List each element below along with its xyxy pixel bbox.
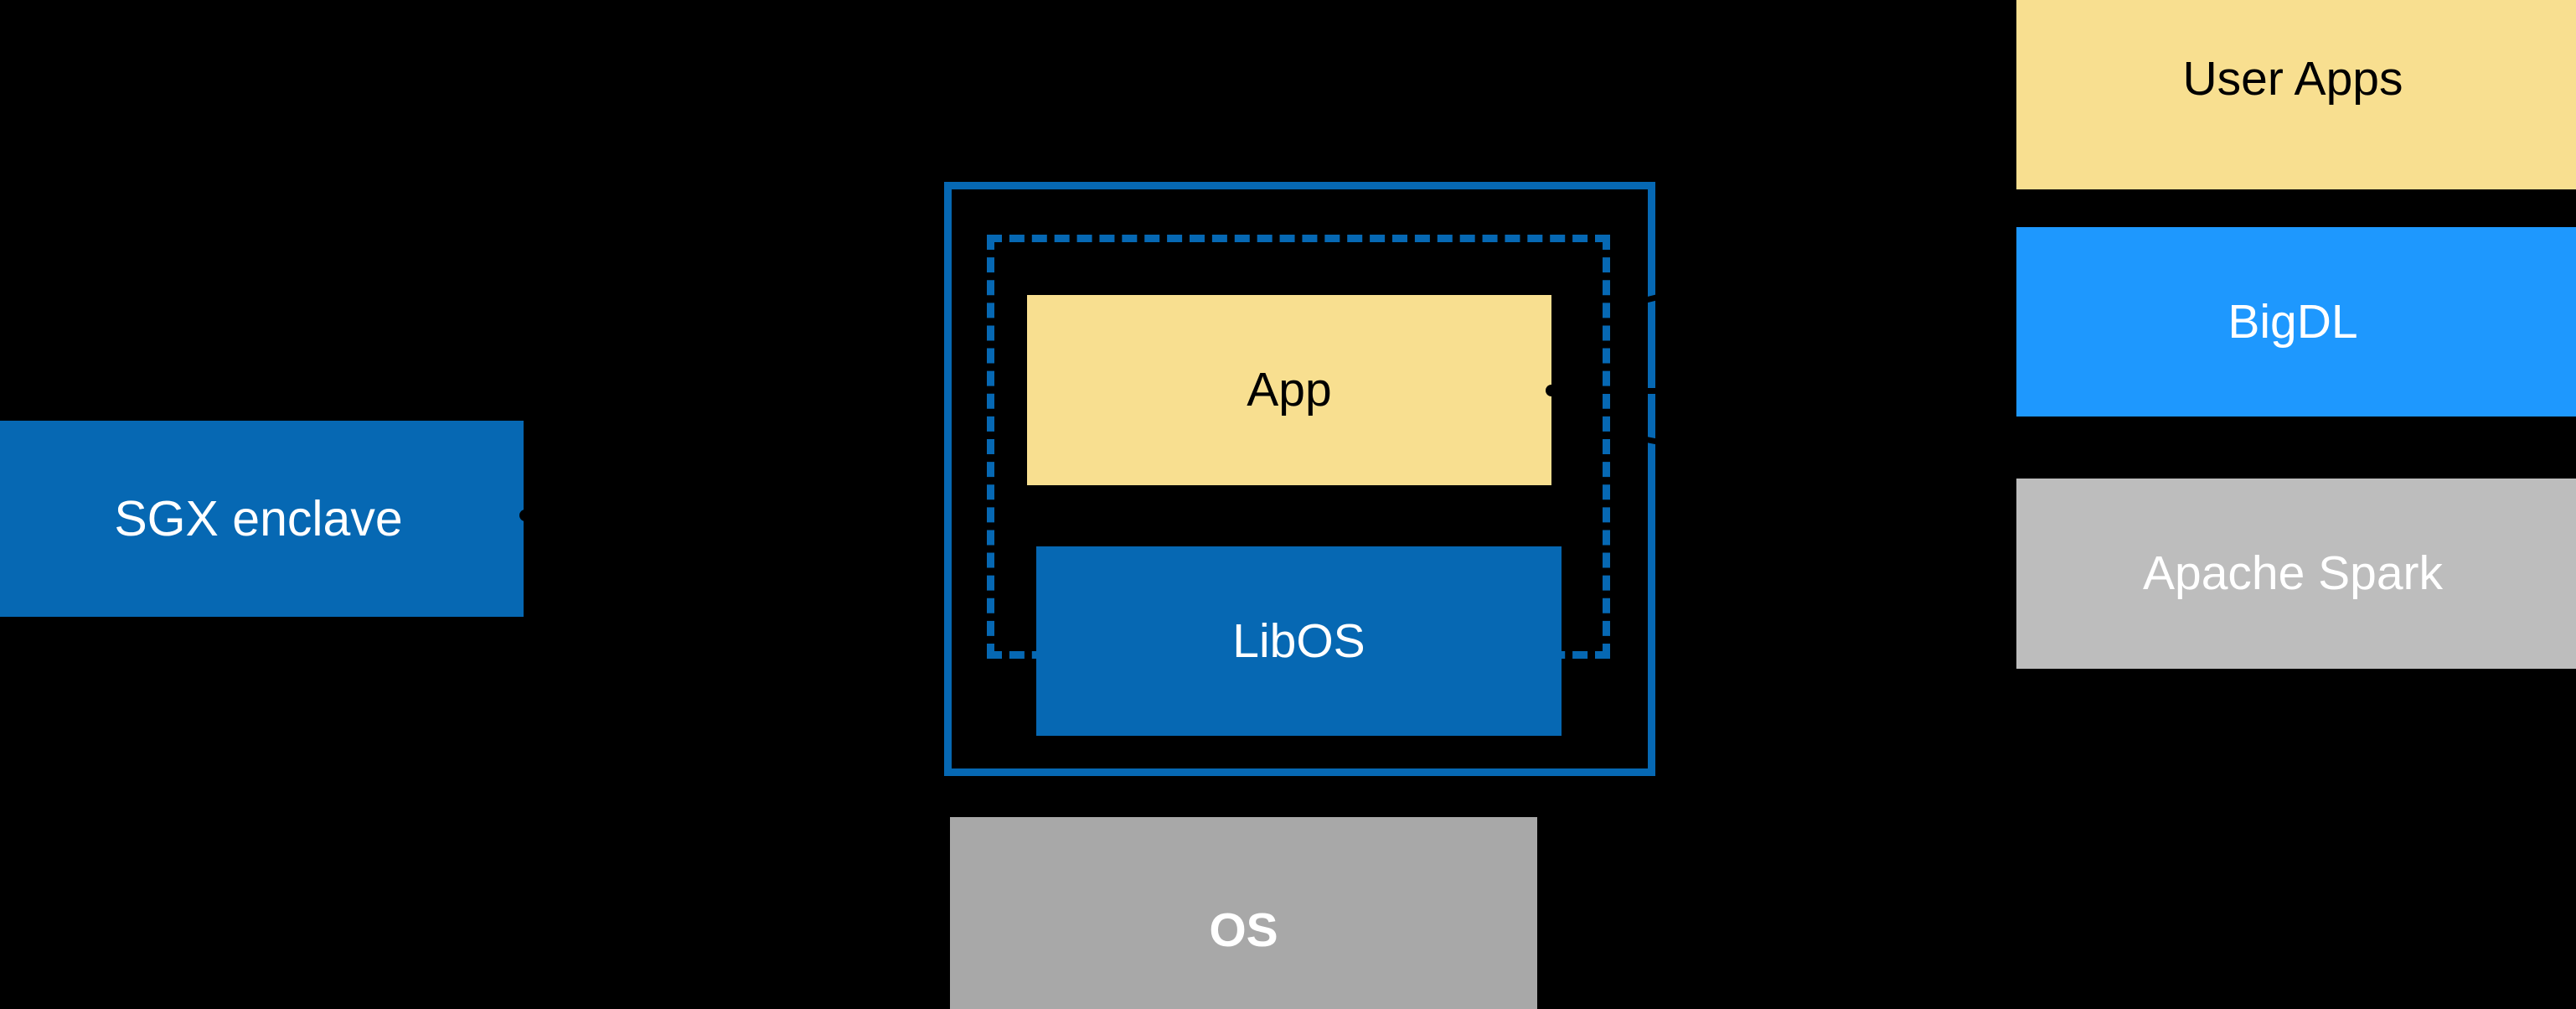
sgx-enclave-leader-line <box>529 513 944 519</box>
apache-spark-box[interactable]: Apache Spark <box>2016 479 2576 669</box>
enclave-container-box[interactable] <box>944 182 1655 776</box>
bigdl-box[interactable]: BigDL <box>2016 227 2576 417</box>
apache-spark-label: Apache Spark <box>2142 546 2444 601</box>
user-apps-box[interactable]: User Apps <box>2016 0 2576 189</box>
app-box[interactable]: App <box>1027 295 1551 485</box>
user-apps-label: User Apps <box>2182 51 2403 106</box>
app-label: App <box>1247 363 1332 417</box>
libos-label: LibOS <box>1232 613 1365 668</box>
sgx-enclave-box[interactable]: SGX enclave <box>0 421 524 617</box>
sgx-enclave-connector-dot <box>519 510 531 521</box>
libos-box[interactable]: LibOS <box>1036 546 1562 736</box>
app-leader-line <box>1556 388 2016 394</box>
enclave-upper-leader-line <box>1637 204 2021 305</box>
os-box[interactable]: OS <box>950 817 1537 1009</box>
os-label: OS <box>1209 903 1278 957</box>
enclave-lower-leader-line <box>1637 435 2026 516</box>
app-connector-dot <box>1546 385 1557 396</box>
bigdl-label: BigDL <box>2228 294 2358 349</box>
sgx-enclave-label: SGX enclave <box>114 490 403 546</box>
